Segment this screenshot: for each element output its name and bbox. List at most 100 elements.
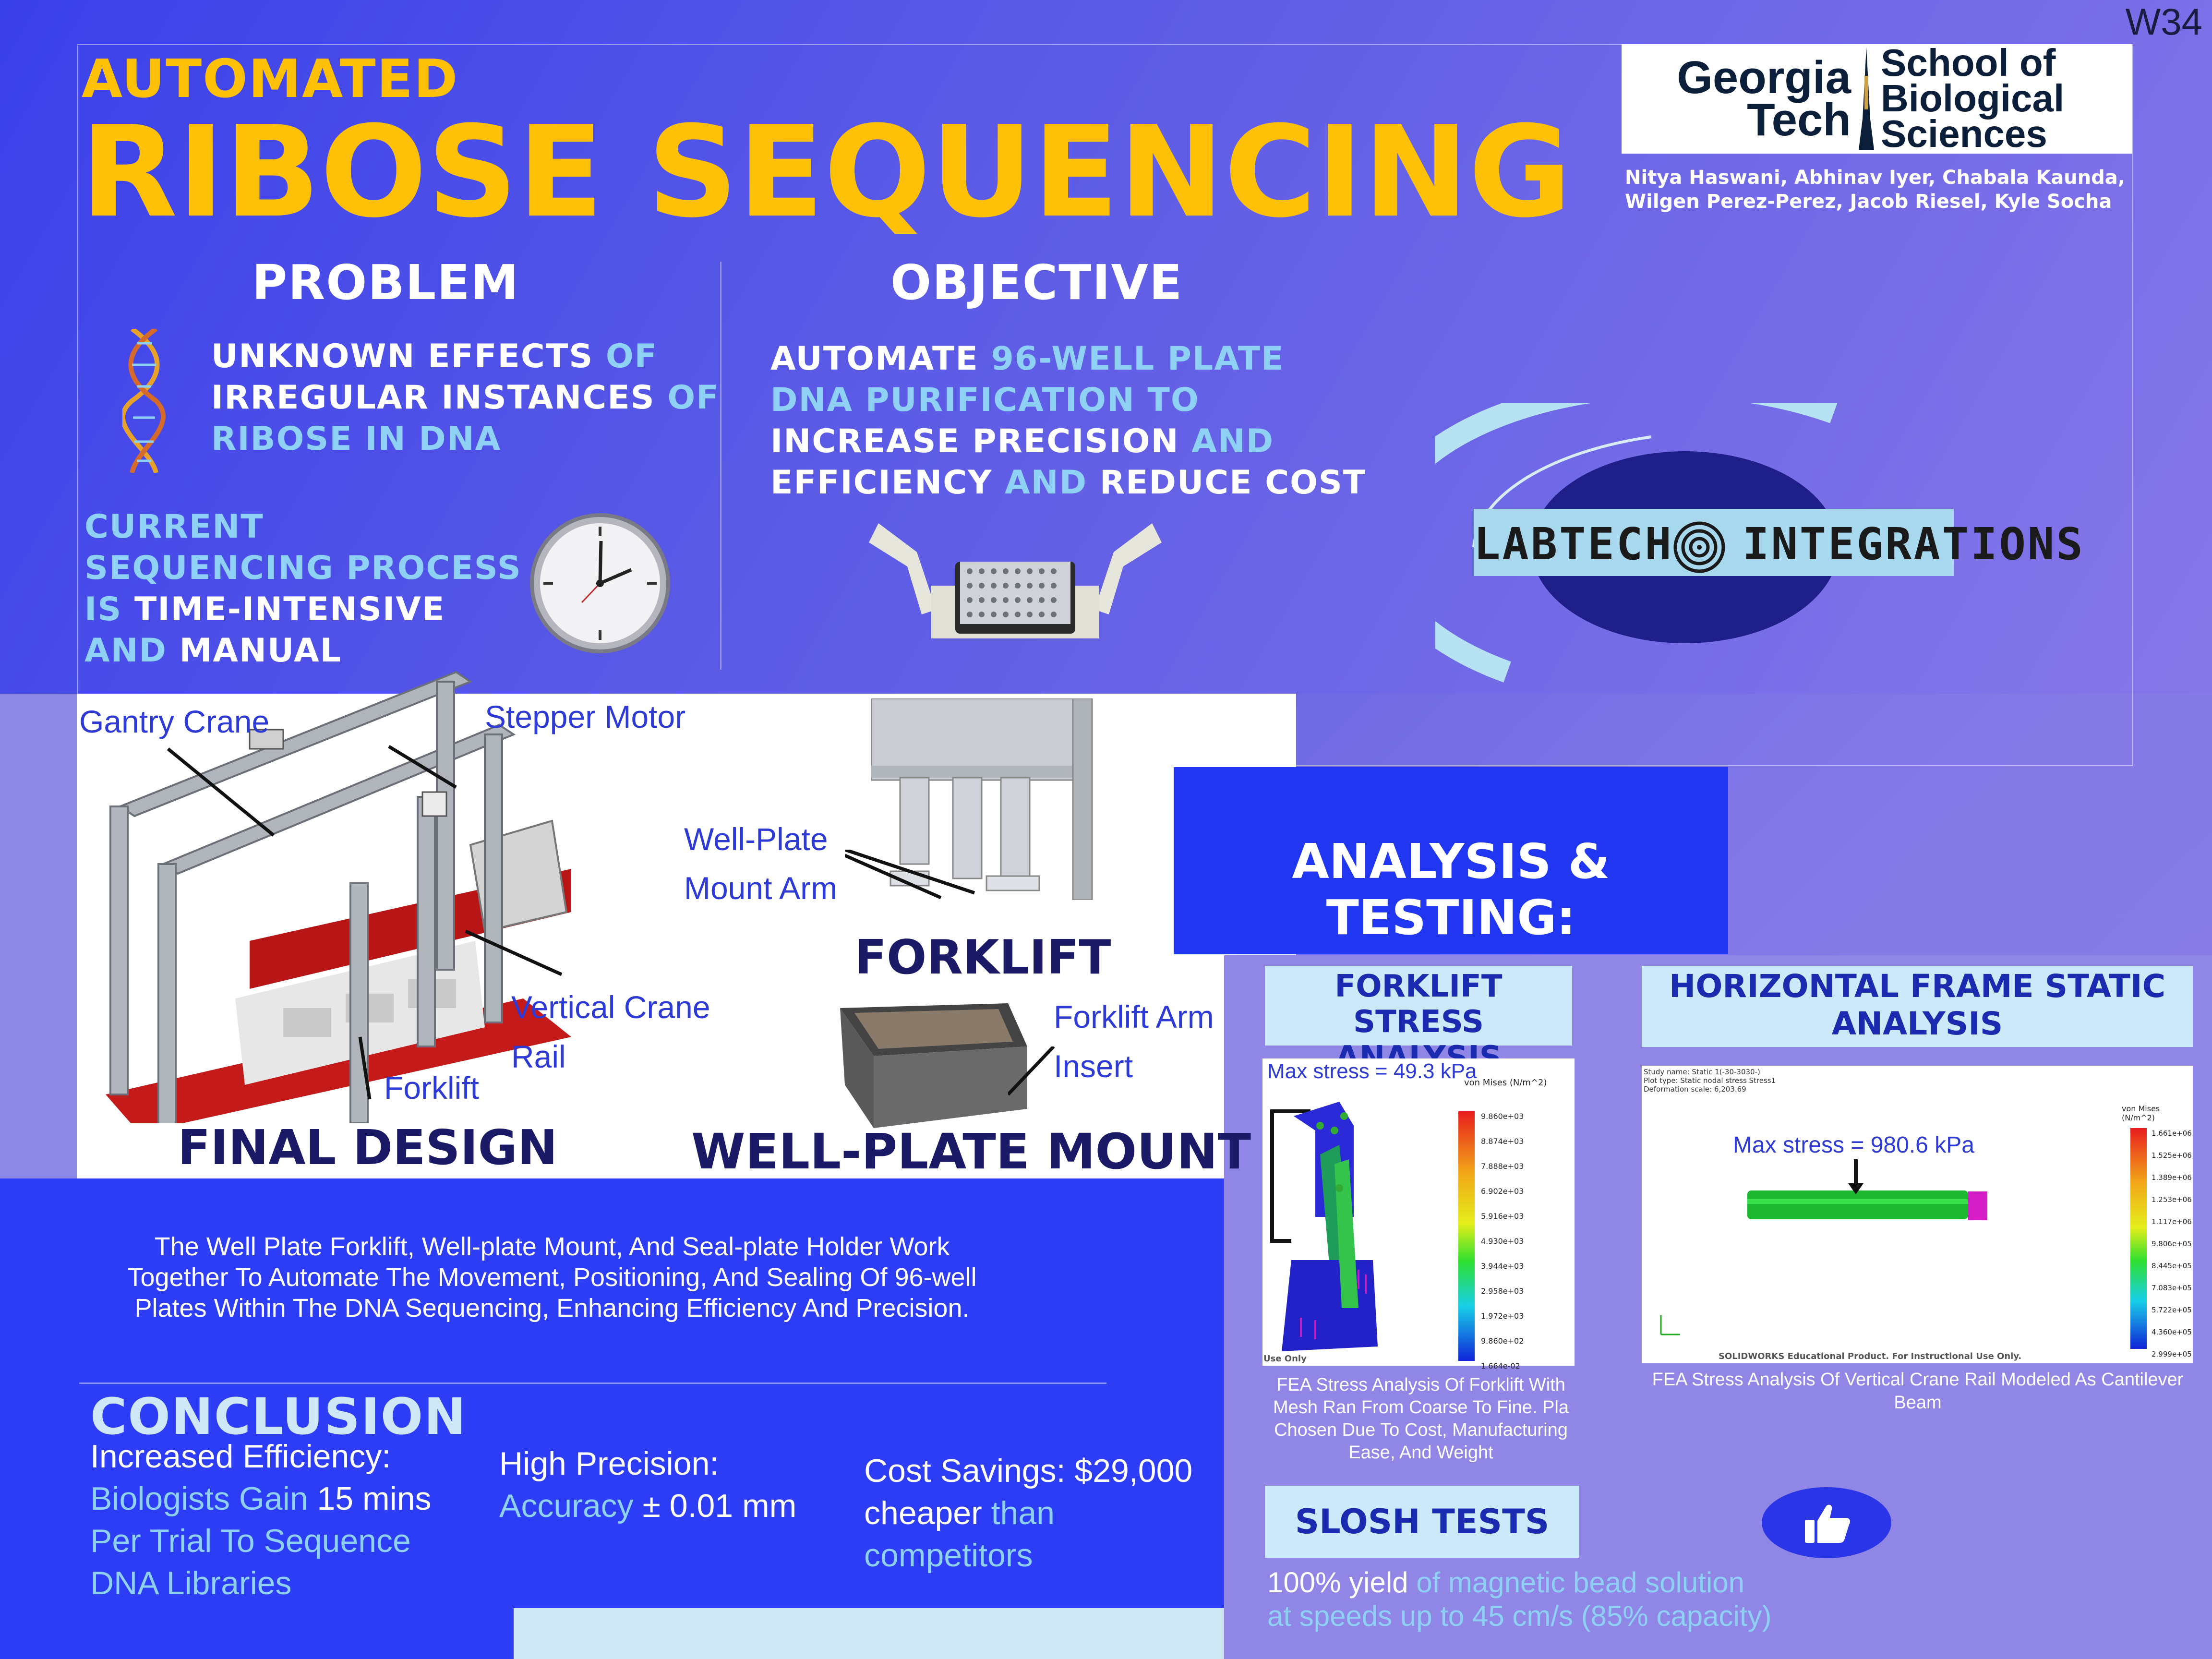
label-forklift-arm-2: Insert — [1054, 1048, 1133, 1084]
thumbs-up-button[interactable] — [1762, 1487, 1891, 1558]
well-plate-holder-image — [859, 514, 1171, 658]
label-stepper-motor: Stepper Motor — [485, 699, 686, 734]
forklift-tick: 5.916e+03 — [1481, 1212, 1524, 1221]
label-vertical-crane-2: Rail — [511, 1039, 566, 1074]
frame-max-stress: Max stress = 980.6 kPa — [1733, 1132, 1974, 1158]
precision-title: High Precision: — [499, 1445, 719, 1482]
system-description: The Well Plate Forklift, Well-plate Moun… — [127, 1232, 977, 1322]
labtech-right-text: INTEGRATIONS — [1743, 518, 2085, 570]
frame-tick: 8.445e+05 — [2152, 1262, 2192, 1270]
forklift-tick: 4.930e+03 — [1481, 1237, 1524, 1246]
precision-a: Accuracy — [499, 1488, 643, 1524]
thumbs-up-icon — [1805, 1504, 1850, 1543]
dna-helix-icon — [120, 326, 166, 474]
bottom-accent-strip — [514, 1608, 1224, 1659]
poster-code: W34 — [2125, 0, 2202, 43]
labtech-logo: LABTECH INTEGRATIONS — [1368, 375, 2083, 701]
forklift-tick: 6.902e+03 — [1481, 1187, 1524, 1196]
label-forklift: Forklift — [384, 1070, 479, 1106]
objective-l1-a: AUTOMATE — [770, 340, 991, 378]
objective-l3-b: AND — [1191, 422, 1274, 460]
left-accent-strip — [0, 694, 77, 1181]
objective-l4-a: EFFICIENCY — [770, 464, 1005, 502]
efficiency-block: Increased Efficiency: Biologists Gain 15… — [90, 1435, 432, 1604]
problem-line3: RIBOSE IN DNA — [211, 420, 502, 458]
cost-l3: competitors — [864, 1537, 1033, 1574]
logo-right-text: School of Biological Sciences — [1881, 41, 2065, 155]
current-line3-b: TIME-INTENSIVE — [134, 590, 445, 628]
current-line4-a: AND — [84, 632, 180, 670]
frame-fea-plot: Study name: Static 1(-30-3030-) Plot typ… — [1642, 1066, 2193, 1363]
slosh-result: 100% yield of magnetic bead solution at … — [1267, 1566, 1772, 1633]
cost-l1: Cost Savings: $29,000 — [864, 1453, 1193, 1489]
target-icon — [1673, 521, 1726, 574]
forklift-tick: 1.664e-02 — [1481, 1361, 1520, 1370]
content-frame — [77, 44, 2133, 766]
frame-plot-type: Plot type: Static nodal stress Stress1 — [1644, 1076, 1776, 1085]
label-vertical-crane-1: Vertical Crane — [511, 989, 710, 1025]
poster-title: RIBOSE SEQUENCING — [81, 99, 1572, 245]
slosh-l1-b: of magnetic bead solution — [1416, 1566, 1744, 1599]
frame-tick: 1.253e+06 — [2152, 1195, 2192, 1204]
forklift-tick: 1.972e+03 — [1481, 1311, 1524, 1321]
column-divider — [720, 262, 721, 670]
forklift-tick: 9.860e+02 — [1481, 1336, 1524, 1346]
final-design-image — [91, 662, 643, 1134]
frame-tick: 1.661e+06 — [2152, 1129, 2192, 1138]
frame-tick: 4.360e+05 — [2152, 1328, 2192, 1336]
forklift-stress-header: FORKLIFT STRESS ANALYSIS — [1265, 966, 1572, 1075]
label-gantry-crane: Gantry Crane — [79, 704, 270, 739]
forklift-arm-pointer — [1007, 1045, 1056, 1099]
problem-statement: UNKNOWN EFFECTS OF IRREGULAR INSTANCES O… — [211, 336, 720, 460]
objective-l1-b: 96-WELL PLATE — [991, 340, 1285, 378]
efficiency-title: Increased Efficiency: — [90, 1438, 391, 1475]
author-list: Nitya Haswani, Abhinav Iyer, Chabala Kau… — [1625, 167, 2125, 213]
well-plate-mount-title: WELL-PLATE MOUNT — [691, 1123, 1251, 1180]
efficiency-l1-b: 15 mins — [317, 1480, 432, 1517]
well-plate-mount-image — [835, 994, 1066, 1138]
well-plate-arm-pointer — [844, 848, 979, 902]
forklift-fea-caption: FEA Stress Analysis Of Forklift With Mes… — [1273, 1375, 1569, 1463]
problem-line1-a: UNKNOWN EFFECTS — [211, 337, 606, 375]
frame-tick: 7.083e+05 — [2152, 1284, 2192, 1292]
frame-tick: 1.525e+06 — [2152, 1151, 2192, 1160]
forklift-fea-footer: Use Only — [1263, 1354, 1307, 1364]
frame-legend-ticks: 1.661e+06 1.525e+06 1.389e+06 1.253e+06 … — [2152, 1122, 2192, 1365]
frame-tick: 9.806e+05 — [2152, 1239, 2192, 1248]
slosh-l2: at speeds up to 45 cm/s (85% capacity) — [1267, 1600, 1772, 1632]
slosh-l1-a: 100% yield — [1267, 1566, 1417, 1599]
label-forklift-arm-1: Forklift Arm — [1054, 999, 1214, 1034]
frame-tick: 5.722e+05 — [2152, 1306, 2192, 1314]
forklift-tick: 3.944e+03 — [1481, 1262, 1524, 1271]
school-logo: Georgia Tech School of Biological Scienc… — [1622, 44, 2132, 154]
problem-line2-b: OF — [667, 379, 720, 417]
objective-l4-b: AND — [1005, 464, 1100, 502]
objective-l2: DNA PURIFICATION TO — [770, 381, 1200, 419]
precision-block: High Precision: Accuracy ± 0.01 mm — [499, 1443, 796, 1527]
horizontal-frame-header: HORIZONTAL FRAME STATIC ANALYSIS — [1642, 966, 2193, 1047]
cost-l2-b: than — [991, 1495, 1055, 1531]
current-line2: SEQUENCING PROCESS — [84, 549, 522, 587]
current-line3-a: IS — [84, 590, 134, 628]
conclusion-heading: CONCLUSION — [90, 1387, 467, 1446]
frame-tick: 1.389e+06 — [2152, 1173, 2192, 1182]
frame-fea-footer: SOLIDWORKS Educational Product. For Inst… — [1719, 1351, 2022, 1361]
efficiency-l2: Per Trial To Sequence — [90, 1523, 411, 1559]
final-design-title: FINAL DESIGN — [178, 1119, 558, 1176]
frame-legend-title: von Mises (N/m^2) — [2122, 1104, 2160, 1122]
frame-study-info: Study name: Static 1(-30-3030-) Plot typ… — [1644, 1068, 1776, 1094]
slosh-tests-header: SLOSH TESTS — [1265, 1486, 1579, 1558]
objective-statement: AUTOMATE 96-WELL PLATE DNA PURIFICATION … — [770, 338, 1366, 504]
forklift-tick: 9.860e+03 — [1481, 1112, 1524, 1121]
problem-line2-a: IRREGULAR INSTANCES — [211, 379, 668, 417]
forklift-legend-ticks: 9.860e+03 8.874e+03 7.888e+03 6.902e+03 … — [1481, 1104, 1524, 1379]
objective-l3-a: INCREASE PRECISION — [770, 422, 1192, 460]
frame-tick: 1.117e+06 — [2152, 1217, 2192, 1226]
title-kicker: AUTOMATED — [82, 48, 459, 109]
label-well-plate-arm-1: Well-Plate — [684, 821, 828, 857]
forklift-tick: 7.888e+03 — [1481, 1162, 1524, 1171]
conclusion-panel — [0, 1178, 1224, 1659]
efficiency-l3: DNA Libraries — [90, 1565, 292, 1601]
current-line1: CURRENT — [84, 508, 264, 546]
analysis-heading: ANALYSIS & TESTING: — [1292, 833, 1610, 946]
